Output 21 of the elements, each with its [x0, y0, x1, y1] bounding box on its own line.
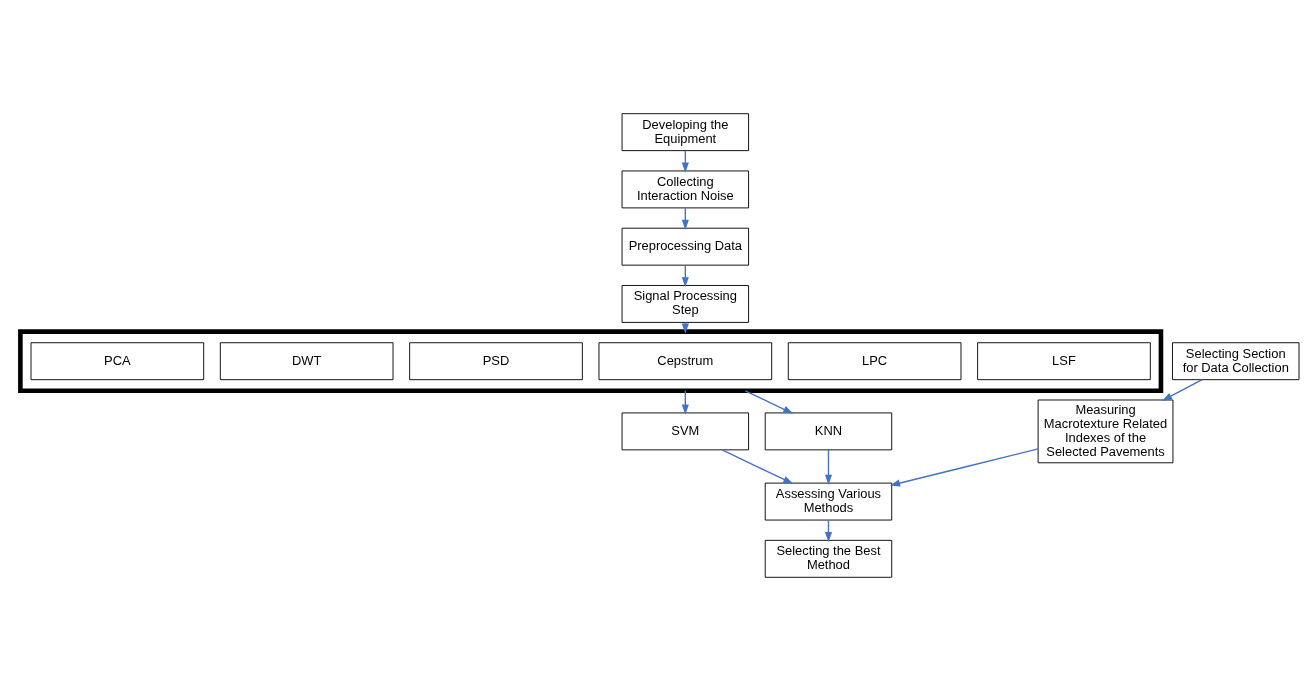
node-box: DWT: [219, 342, 394, 381]
node-box: PSD: [409, 342, 583, 381]
arrow: [744, 390, 794, 414]
arrow: [824, 449, 833, 485]
node-box: Selecting the Best Method: [764, 539, 893, 578]
arrow: [889, 448, 1039, 487]
arrow: [1161, 379, 1203, 401]
node-box: Preprocessing Data: [621, 227, 750, 266]
node-box: Cepstrum: [598, 342, 773, 381]
node-box: LPC: [787, 342, 962, 381]
node-box: Selecting Section for Data Collection: [1172, 342, 1300, 381]
node-box: LSF: [977, 342, 1151, 381]
node-box: SVM: [621, 412, 750, 451]
node-box: Measuring Macrotexture Related Indexes of the Selected Pavements: [1037, 399, 1174, 464]
cluster: [18, 329, 1164, 394]
arrow: [721, 449, 794, 484]
node-box: KNN: [764, 412, 893, 451]
node-box: Assessing Various Methods: [764, 482, 893, 521]
node-box: Collecting Interaction Noise: [621, 170, 750, 209]
node-box: Developing the Equipment: [621, 113, 750, 152]
node-box: PCA: [30, 342, 205, 381]
